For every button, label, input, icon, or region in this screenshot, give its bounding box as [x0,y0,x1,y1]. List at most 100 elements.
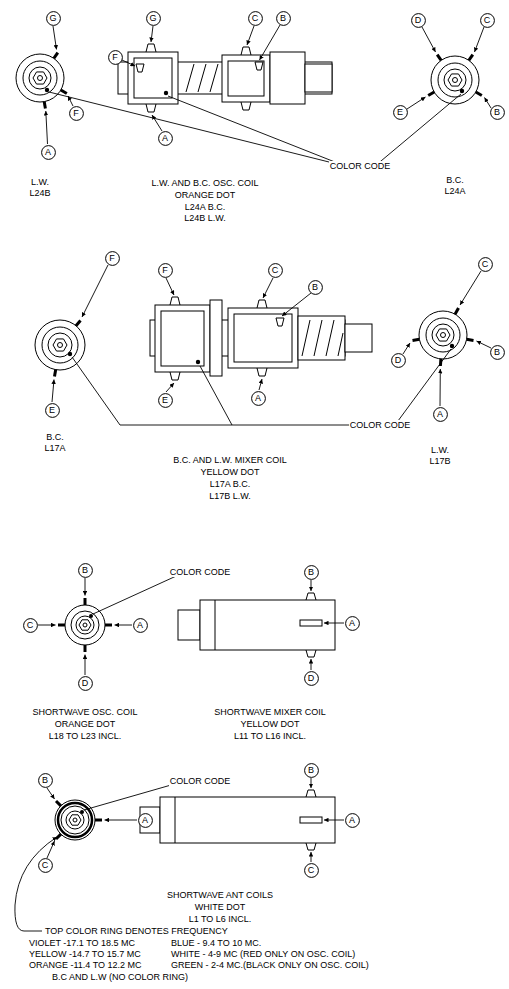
callout-circle-outline [38,773,52,787]
callout-letter: B [280,13,286,23]
leader-line [152,115,162,131]
callout-letter: D [415,15,422,25]
color-code-leader [72,357,365,425]
coil-end-view [413,339,420,340]
callout-circle: B [38,773,53,788]
callout-circle: B [78,563,93,578]
coil-side-view [150,297,372,380]
color-code-label: COLOR CODE [169,567,232,577]
callout-letter: E [162,395,168,405]
part-number: L24B [28,188,51,198]
callout-circle-outline [108,50,122,64]
coil-side-view [186,64,194,92]
coil-side-view [306,843,316,850]
coil-side-view [234,314,292,362]
callout-circle: B [304,763,319,778]
coil-end-view [79,620,91,630]
callout-circle-outline [248,11,262,25]
coil-end-view [89,614,93,618]
callout-circle-outline [345,616,359,630]
callout-letter: D [308,673,315,683]
coil-end-view [105,624,112,627]
coil-end-view [61,90,67,94]
coil-side-view [270,52,305,104]
coil-side-view [175,797,176,843]
leader-line [422,27,436,52]
callout-circle-outline [78,676,92,690]
coil-end-view [45,88,49,92]
coil-side-view [305,64,332,92]
callout-circle: F [69,106,84,121]
leader-line [38,625,56,626]
table-cell: GREEN - 2-4 MC.(BLACK ONLY ON OSC. COIL) [170,960,370,970]
callout-circle: A [138,813,153,828]
callout-circle-outline [268,263,282,277]
coil-end-view [437,55,441,61]
part-number: L.W. [30,177,50,187]
color-code-label: COLOR CODE [169,776,232,786]
leader-line [407,97,426,109]
coil-side-view [210,64,218,92]
callout-letter: B [308,765,314,775]
callout-circle-outline [411,13,425,27]
callout-circle: A [41,145,56,160]
coil-end-view [76,321,81,326]
coil-side-view [198,64,206,92]
coil-end-view [438,63,472,97]
callout-circle: E [45,403,60,418]
callout-circle: B [276,11,291,26]
caption-text: ORANGE DOT [174,190,237,200]
callout-circle-outline [251,391,265,405]
color-code-leader [200,366,232,425]
color-code-leader [72,349,451,425]
coil-end-view [436,329,450,341]
coil-side-view [196,360,200,364]
coil-side-view [200,600,335,650]
leader-line [477,341,492,348]
coil-side-view [338,333,343,356]
coil-side-view [222,55,270,102]
callout-circle: C [23,618,38,633]
callout-letter: A [349,618,355,628]
color-code-leader [168,96,345,166]
coil-end-view [84,598,87,605]
leader-line [122,60,135,66]
color-code-label: COLOR CODE [329,161,392,171]
coil-end-view [428,92,434,96]
coil-end-view [56,834,61,839]
coil-end-view [71,611,99,639]
coil-end-view [56,801,61,806]
coil-side-view [326,320,334,356]
leader-line [324,623,344,624]
coil-end-view [431,56,479,104]
leader-line [259,379,262,390]
coil-side-view [146,44,156,52]
part-number: B.C. [45,432,65,442]
callout-circle: A [433,407,448,422]
coil-side-view [314,320,322,356]
leader-line [475,27,485,52]
leader-line [166,278,174,295]
coil-side-view [128,52,178,104]
callout-letter: A [255,393,261,403]
callout-letter: F [162,265,168,275]
callout-circle-outline [433,407,447,421]
coil-end-view [58,343,63,348]
coil-side-view [257,368,267,376]
callout-circle-outline [391,353,405,367]
leader-line [282,293,311,316]
callout-letter: G [149,13,156,23]
coil-end-view [444,69,466,91]
coil-end-view [44,102,45,109]
caption-text: L24B L.W. [183,213,227,223]
caption-text: L24A B.C. [184,202,227,212]
coil-side-view [255,62,263,70]
leader-line [38,578,344,675]
leader-line [440,369,441,406]
coil-end-view [469,55,473,61]
callout-letter: F [112,52,118,62]
coil-end-view [55,800,95,840]
leader-line [151,26,153,42]
